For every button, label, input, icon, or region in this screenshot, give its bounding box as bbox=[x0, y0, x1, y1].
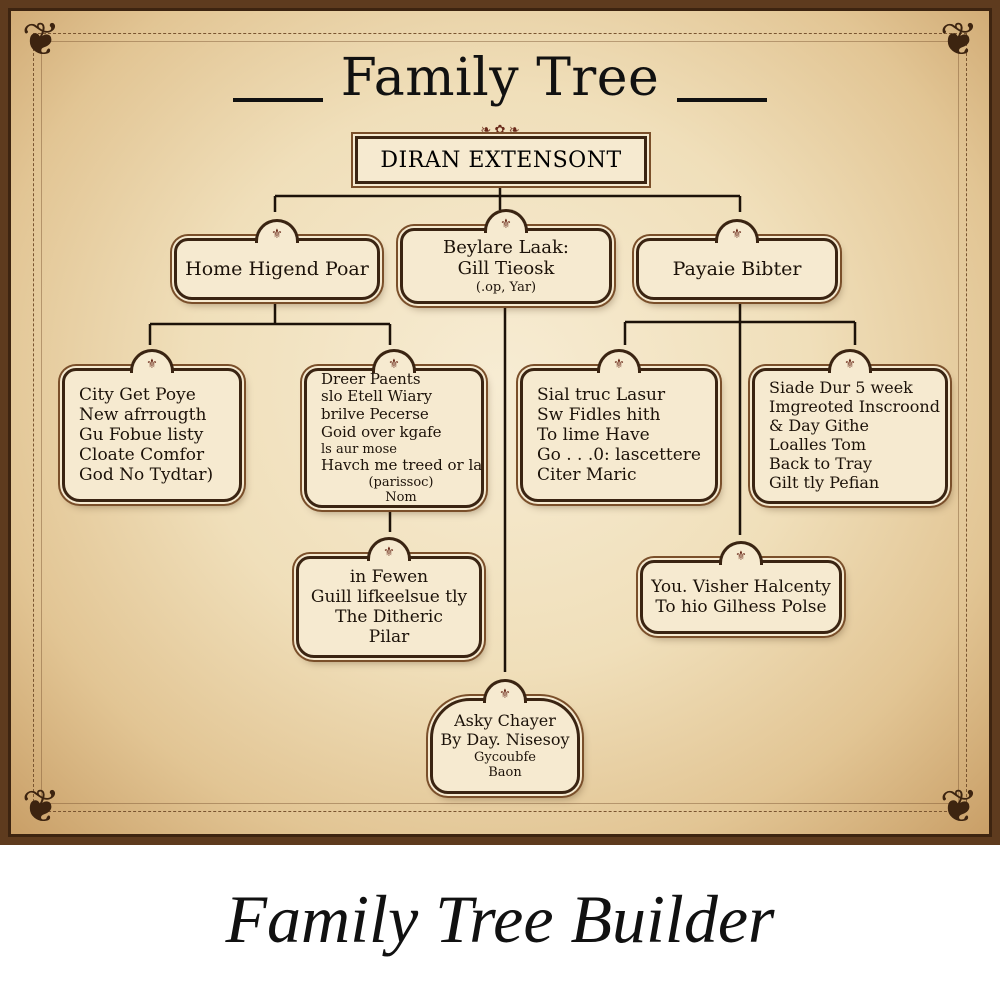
person-detail: Goid over kgafe bbox=[321, 422, 442, 441]
person-detail: Cloate Comfor bbox=[79, 445, 205, 466]
decorative-frame-inner bbox=[41, 41, 959, 804]
person-detail: Go . . .0: lascettere bbox=[537, 445, 701, 466]
person-detail: Loalles Tom bbox=[769, 435, 867, 454]
person-detail: Citer Maric bbox=[537, 465, 637, 486]
person-name: Payaie Bibter bbox=[672, 257, 802, 280]
person-detail: New afrrougth bbox=[79, 404, 207, 425]
person-detail: Pilar bbox=[368, 627, 410, 648]
corner-ornament-icon: ❦ bbox=[21, 12, 61, 66]
person-node[interactable]: ⚜ Payaie Bibter bbox=[636, 219, 838, 300]
person-detail: in Fewen bbox=[349, 566, 429, 587]
person-detail: God No Tydtar) bbox=[79, 465, 214, 486]
person-detail: Sw Fidles hith bbox=[537, 404, 661, 425]
person-detail: (.op, Yar) bbox=[475, 279, 537, 295]
person-node[interactable]: ⚜ in Fewen Guill lifkeelsue tly The Dith… bbox=[296, 537, 482, 658]
decorative-frame bbox=[33, 33, 967, 812]
connector-lines bbox=[148, 184, 857, 672]
person-node[interactable]: ⚜ Asky Chayer By Day. Nisesoy Gycoubfe B… bbox=[430, 679, 580, 794]
person-detail: Sial truc Lasur bbox=[537, 384, 666, 405]
person-node[interactable]: ⚜ Home Higend Poar bbox=[174, 219, 380, 300]
person-detail: Havch me treed or la bbox=[321, 455, 483, 474]
person-detail: You. Visher Halcenty bbox=[651, 576, 831, 597]
family-tree-poster: ❦ ❦ ❦ ❦ Family Tree ❧ ✿ ❧ DIRAN EXTENSON… bbox=[0, 0, 1000, 845]
person-detail: Nom bbox=[385, 489, 417, 505]
root-ornament-icon: ❧ ✿ ❧ bbox=[480, 122, 520, 137]
person-detail: Back to Tray bbox=[769, 453, 873, 473]
corner-ornament-icon: ❦ bbox=[21, 779, 61, 833]
person-detail: brilve Pecerse bbox=[321, 405, 429, 424]
person-detail: Guill lifkeelsue tly bbox=[310, 586, 468, 607]
person-detail: The Ditheric bbox=[335, 607, 443, 627]
person-detail: ls aur mose bbox=[321, 441, 397, 457]
corner-ornament-icon: ❦ bbox=[939, 12, 979, 66]
title-rule-left bbox=[233, 98, 323, 102]
person-detail: slo Etell Wiary bbox=[321, 387, 433, 406]
person-detail: Gu Fobue listy bbox=[79, 424, 204, 445]
person-detail: Dreer Paents bbox=[321, 369, 421, 388]
person-node[interactable]: ⚜ Sial truc Lasur Sw Fidles hith To lime… bbox=[520, 349, 718, 502]
corner-ornament-icon: ❦ bbox=[939, 779, 979, 833]
person-detail: & Day Githe bbox=[769, 416, 869, 436]
page-title: Family Tree bbox=[340, 48, 660, 108]
person-name: Beylare Laak: bbox=[443, 237, 569, 259]
person-node[interactable]: ⚜ Dreer Paents slo Etell Wiary brilve Pe… bbox=[304, 349, 484, 508]
person-node[interactable]: ⚜ City Get Poye New afrrougth Gu Fobue l… bbox=[62, 349, 242, 502]
person-detail: Gill Tieosk bbox=[457, 258, 555, 280]
caption: Family Tree Builder bbox=[225, 881, 775, 957]
person-detail: Imgreoted Inscroond bbox=[769, 397, 940, 417]
root-person-node[interactable]: DIRAN EXTENSONT bbox=[355, 136, 647, 184]
person-detail: To hio Gilhess Polse bbox=[655, 597, 827, 617]
person-detail: Siade Dur 5 week bbox=[769, 378, 913, 398]
title-rule-right bbox=[677, 98, 767, 102]
person-detail: City Get Poye bbox=[79, 384, 196, 405]
person-node[interactable]: ⚜ You. Visher Halcenty To hio Gilhess Po… bbox=[640, 541, 842, 634]
fleur-de-lis-icon: ⚜ bbox=[597, 349, 641, 373]
person-node[interactable]: ⚜ Siade Dur 5 week Imgreoted Inscroond &… bbox=[752, 349, 948, 504]
person-detail: To lime Have bbox=[537, 424, 650, 445]
person-detail: Gycoubfe bbox=[473, 749, 537, 765]
person-detail: Baon bbox=[488, 764, 522, 780]
person-node[interactable]: ⚜ Beylare Laak: Gill Tieosk (.op, Yar) bbox=[400, 209, 612, 304]
person-detail: Asky Chayer bbox=[454, 710, 556, 730]
person-detail: By Day. Nisesoy bbox=[440, 729, 570, 749]
person-detail: (parissoc) bbox=[368, 474, 434, 490]
person-name: Home Higend Poar bbox=[185, 257, 369, 280]
person-detail: Gilt tly Pefian bbox=[769, 472, 880, 492]
